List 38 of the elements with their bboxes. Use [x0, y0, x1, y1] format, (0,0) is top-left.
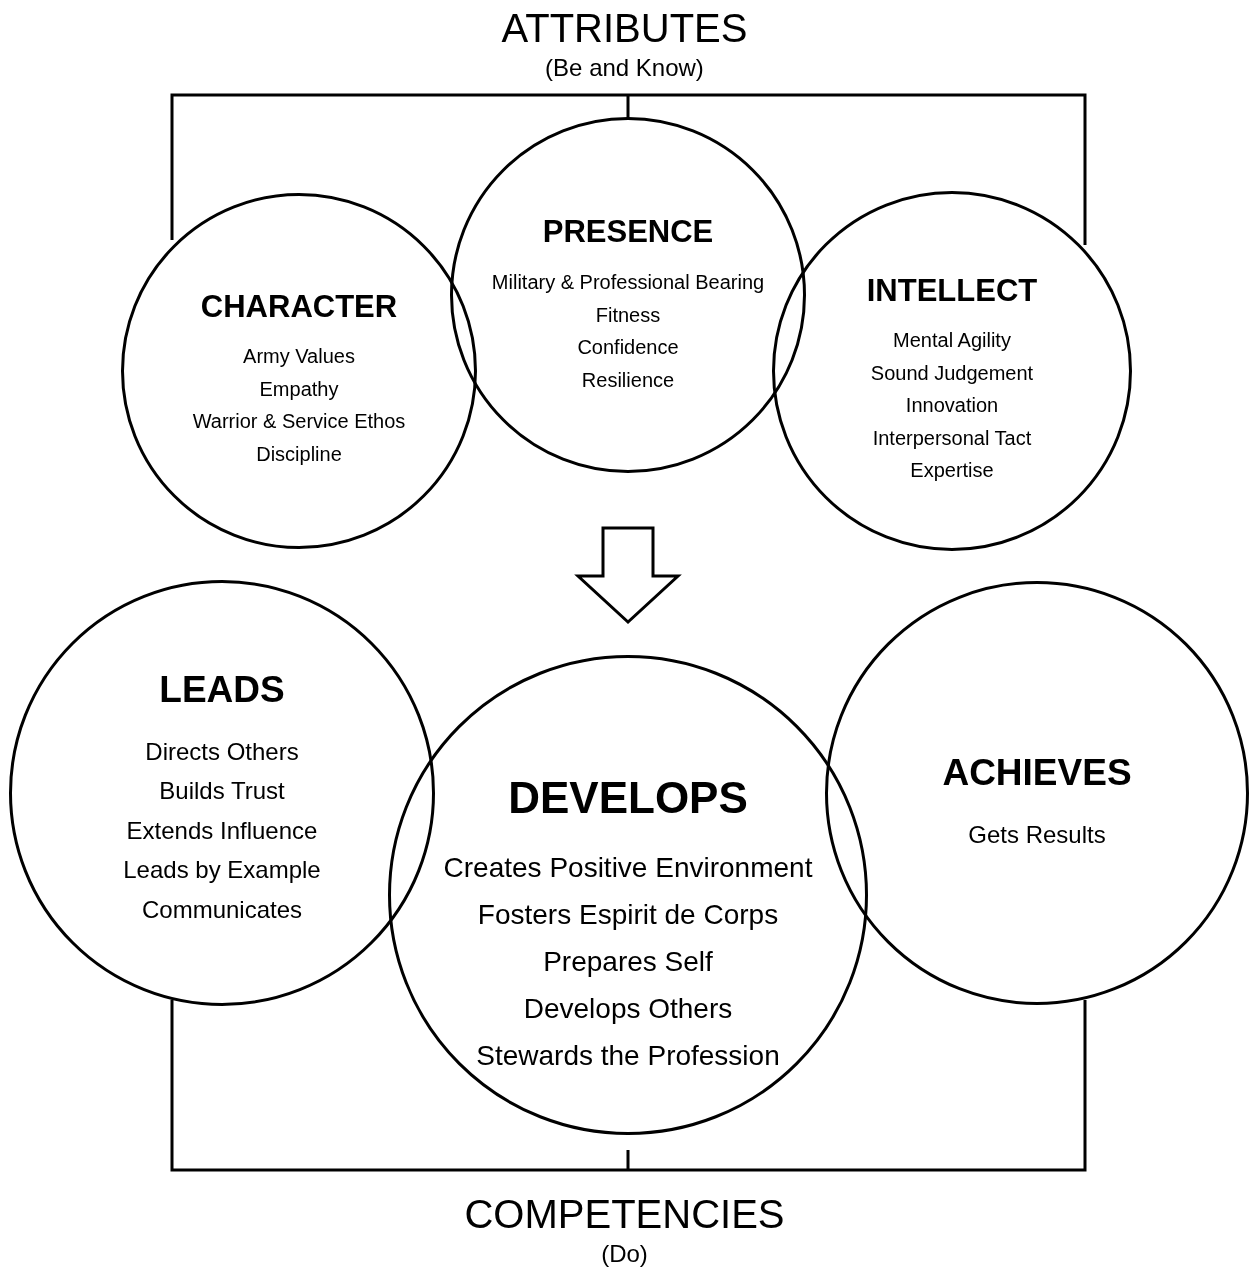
circle-node — [388, 655, 868, 1135]
circle-heading: LEADS — [158, 667, 286, 712]
list-item: Warrior & Service Ethos — [191, 409, 407, 433]
list-item: Mental Agility — [892, 328, 1012, 352]
list-item: Empathy — [258, 376, 340, 401]
circle-node — [772, 191, 1132, 551]
list-item: Directs Others — [144, 737, 300, 767]
list-item: Military & Professional Bearing — [490, 270, 766, 294]
section-title: ATTRIBUTES — [500, 5, 749, 51]
circle-heading: CHARACTER — [199, 288, 399, 326]
list-item: Discipline — [255, 441, 343, 466]
list-item: Builds Trust — [158, 777, 286, 806]
section-title: COMPETENCIES — [463, 1191, 786, 1237]
list-item: Sound Judgement — [869, 360, 1035, 385]
list-item: Extends Influence — [125, 816, 319, 846]
list-item: Prepares Self — [542, 945, 714, 979]
list-item: Communicates — [140, 895, 304, 925]
circle-heading: DEVELOPS — [507, 771, 749, 824]
circle-node — [825, 581, 1249, 1005]
circle-heading: ACHIEVES — [941, 750, 1133, 795]
list-item: Creates Positive Environment — [442, 851, 814, 885]
circle-node — [121, 193, 477, 549]
circle-node — [9, 580, 435, 1006]
list-item: Stewards the Profession — [475, 1039, 781, 1073]
section-subtitle: (Do) — [600, 1240, 649, 1268]
circle-heading: PRESENCE — [541, 213, 715, 251]
list-item: Fosters Espirit de Corps — [476, 898, 780, 932]
list-item: Develops Others — [522, 992, 734, 1026]
list-item: Resilience — [580, 367, 676, 392]
list-item: Army Values — [242, 344, 356, 368]
list-item: Gets Results — [967, 820, 1107, 850]
list-item: Expertise — [909, 458, 995, 482]
section-subtitle: (Be and Know) — [544, 54, 705, 82]
list-item: Interpersonal Tact — [871, 425, 1033, 450]
circle-node — [450, 117, 806, 473]
list-item: Confidence — [576, 335, 680, 359]
list-item: Fitness — [594, 302, 662, 327]
list-item: Innovation — [904, 393, 1000, 417]
